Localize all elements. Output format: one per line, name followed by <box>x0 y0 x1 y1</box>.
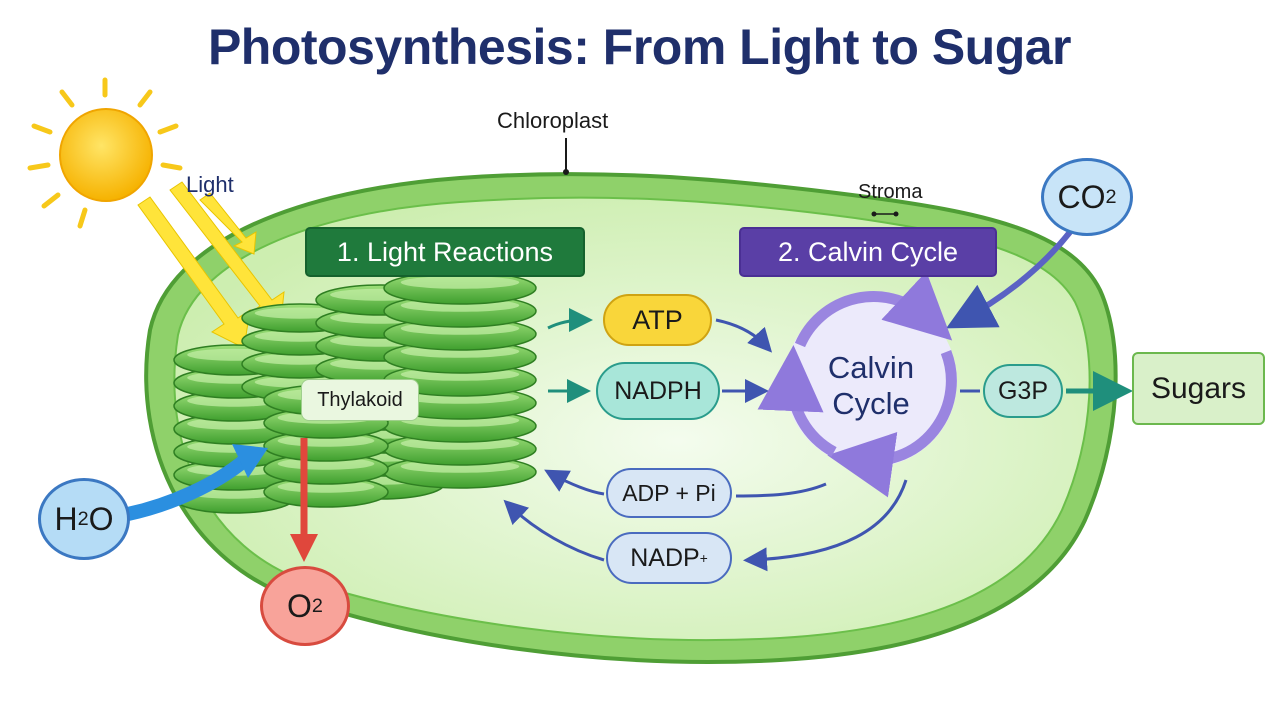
g3p-node: G3P <box>983 364 1063 418</box>
stroma-label: Stroma <box>858 181 923 203</box>
nadp-base: NADP <box>630 543 700 572</box>
nadp-node: NADP+ <box>606 532 732 584</box>
h2o-h: H <box>54 500 78 537</box>
h2o-o: O <box>88 500 114 537</box>
nadp-sup: + <box>699 550 708 566</box>
nadp-return-arrow <box>503 479 908 572</box>
co2-sub: 2 <box>1105 185 1117 208</box>
thylakoid-highlight <box>187 417 281 430</box>
chloroplast-pointer <box>563 138 569 175</box>
o2-base: O <box>287 587 312 624</box>
co2-to-cycle-arrow <box>946 230 1073 329</box>
light-label: Light <box>186 172 234 197</box>
light-rays <box>137 181 285 349</box>
sugars-output: Sugars <box>1132 352 1265 425</box>
light-reactions-badge: 1. Light Reactions <box>305 227 585 277</box>
co2-base: CO <box>1057 178 1106 215</box>
o2-sub: 2 <box>311 594 323 617</box>
atp-to-cycle-arrow <box>715 318 773 353</box>
thylakoid-label: Thylakoid <box>301 379 419 421</box>
calvin-cycle-line2: Cycle <box>832 386 910 421</box>
thylakoid-highlight <box>400 276 520 289</box>
water-arrow <box>121 444 268 521</box>
nadph-node: NADPH <box>596 362 720 420</box>
oxygen-arrow <box>290 438 318 562</box>
adp-pi-node: ADP + Pi <box>606 468 732 518</box>
calvin-cycle-ring <box>757 271 957 498</box>
stroma-pointer <box>871 211 899 217</box>
atp-node: ATP <box>603 294 712 346</box>
calvin-cycle-badge: 2. Calvin Cycle <box>739 227 997 277</box>
sun-icon <box>27 77 183 229</box>
atp-output-arrow <box>547 308 593 333</box>
calvin-cycle-line1: Calvin <box>827 350 915 385</box>
adp-return-arrow <box>544 469 827 498</box>
page-title: Photosynthesis: From Light to Sugar <box>207 19 1072 75</box>
thylakoid-highlight <box>187 394 281 407</box>
calvin-cycle-center: Calvin Cycle <box>806 350 936 422</box>
h2o-sub: 2 <box>77 507 89 530</box>
chloroplast-label: Chloroplast <box>497 108 609 133</box>
